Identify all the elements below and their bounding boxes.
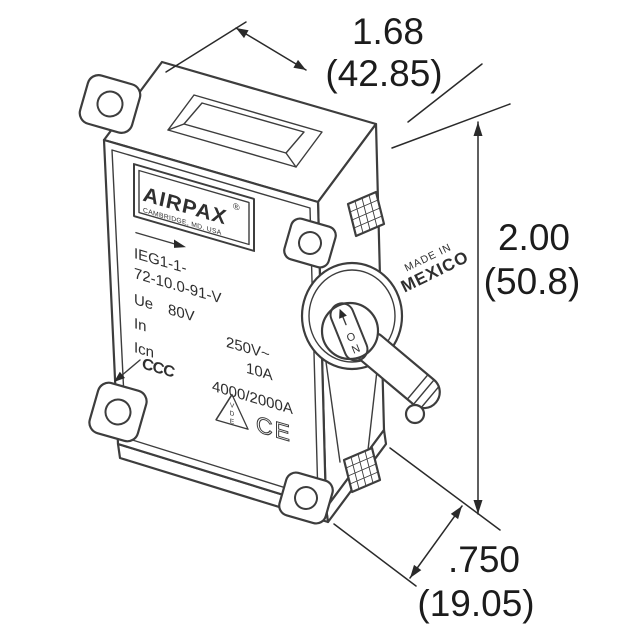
toggle-letter-n: N xyxy=(350,343,362,357)
spec-icn-key: Icn xyxy=(134,339,154,361)
vde-letter-e: E xyxy=(230,418,235,426)
lever-tip-hole xyxy=(404,403,426,425)
arrowhead xyxy=(236,28,249,39)
extension-line xyxy=(407,63,483,123)
arrowhead xyxy=(473,122,483,136)
depth-dimension: .750 (19.05) xyxy=(333,505,535,624)
vde-triangle-icon: V D E xyxy=(215,393,249,430)
knurl-texture xyxy=(349,194,383,234)
arrowhead xyxy=(450,506,462,520)
switch-neck-line xyxy=(325,361,341,463)
lever-grip-ridges xyxy=(406,374,439,408)
dimension-line xyxy=(409,505,463,579)
down-left-arrow-icon xyxy=(114,359,141,382)
dimension-line xyxy=(235,27,307,71)
top-slot xyxy=(167,94,323,168)
height-value-inches: 2.00 xyxy=(498,217,570,258)
terminal-screw-top xyxy=(346,190,386,238)
registered-trademark: ® xyxy=(233,201,240,213)
mounting-ear-bottom-left xyxy=(88,381,148,443)
depth-value-inches: .750 xyxy=(448,539,520,580)
extension-line xyxy=(165,21,247,73)
arrowhead xyxy=(410,564,422,578)
vde-letter-v: V xyxy=(230,402,235,410)
extension-line xyxy=(391,103,511,149)
logo-border-inner xyxy=(138,169,250,246)
width-value-mm: (42.85) xyxy=(325,53,442,94)
height-dimension: 2.00 (50.8) xyxy=(389,103,581,531)
toggle-bezel-inner-ring xyxy=(308,269,396,363)
mounting-hole-icon xyxy=(298,231,322,255)
depth-value-mm: (19.05) xyxy=(417,583,534,624)
logo-border-outer xyxy=(133,163,255,252)
terminal-screw-bottom xyxy=(342,446,382,494)
vde-letter-d: D xyxy=(230,410,235,418)
mounting-hole-icon xyxy=(294,486,318,510)
right-arrow-icon xyxy=(135,231,186,248)
arrowhead xyxy=(293,59,306,70)
toggle-lever xyxy=(354,331,441,410)
mounting-ears xyxy=(78,74,337,525)
spec-in-key: In xyxy=(134,315,147,335)
mounting-ear-bottom-right xyxy=(278,471,334,525)
on-indicator-pill xyxy=(329,302,369,362)
extension-line xyxy=(333,523,417,587)
knurl-texture xyxy=(345,450,379,490)
mounting-ear-top-right xyxy=(283,217,337,269)
arrowhead xyxy=(473,500,483,514)
width-value-inches: 1.68 xyxy=(352,11,424,52)
top-slot-outer xyxy=(167,94,323,168)
top-slot-inner xyxy=(183,102,305,154)
width-dimension: 1.68 (42.85) xyxy=(165,11,483,123)
extension-line xyxy=(389,447,501,531)
mounting-hole-icon xyxy=(96,90,124,118)
mounting-ear-top-left xyxy=(78,74,142,134)
height-value-mm: (50.8) xyxy=(484,261,581,302)
made-in-marking: MADE IN MEXICO xyxy=(398,241,472,296)
spec-ue-key: Ue xyxy=(134,291,153,313)
up-arrow-icon xyxy=(339,308,347,326)
toggle-switch: O N xyxy=(300,261,441,425)
mounting-hole-icon xyxy=(104,398,132,426)
